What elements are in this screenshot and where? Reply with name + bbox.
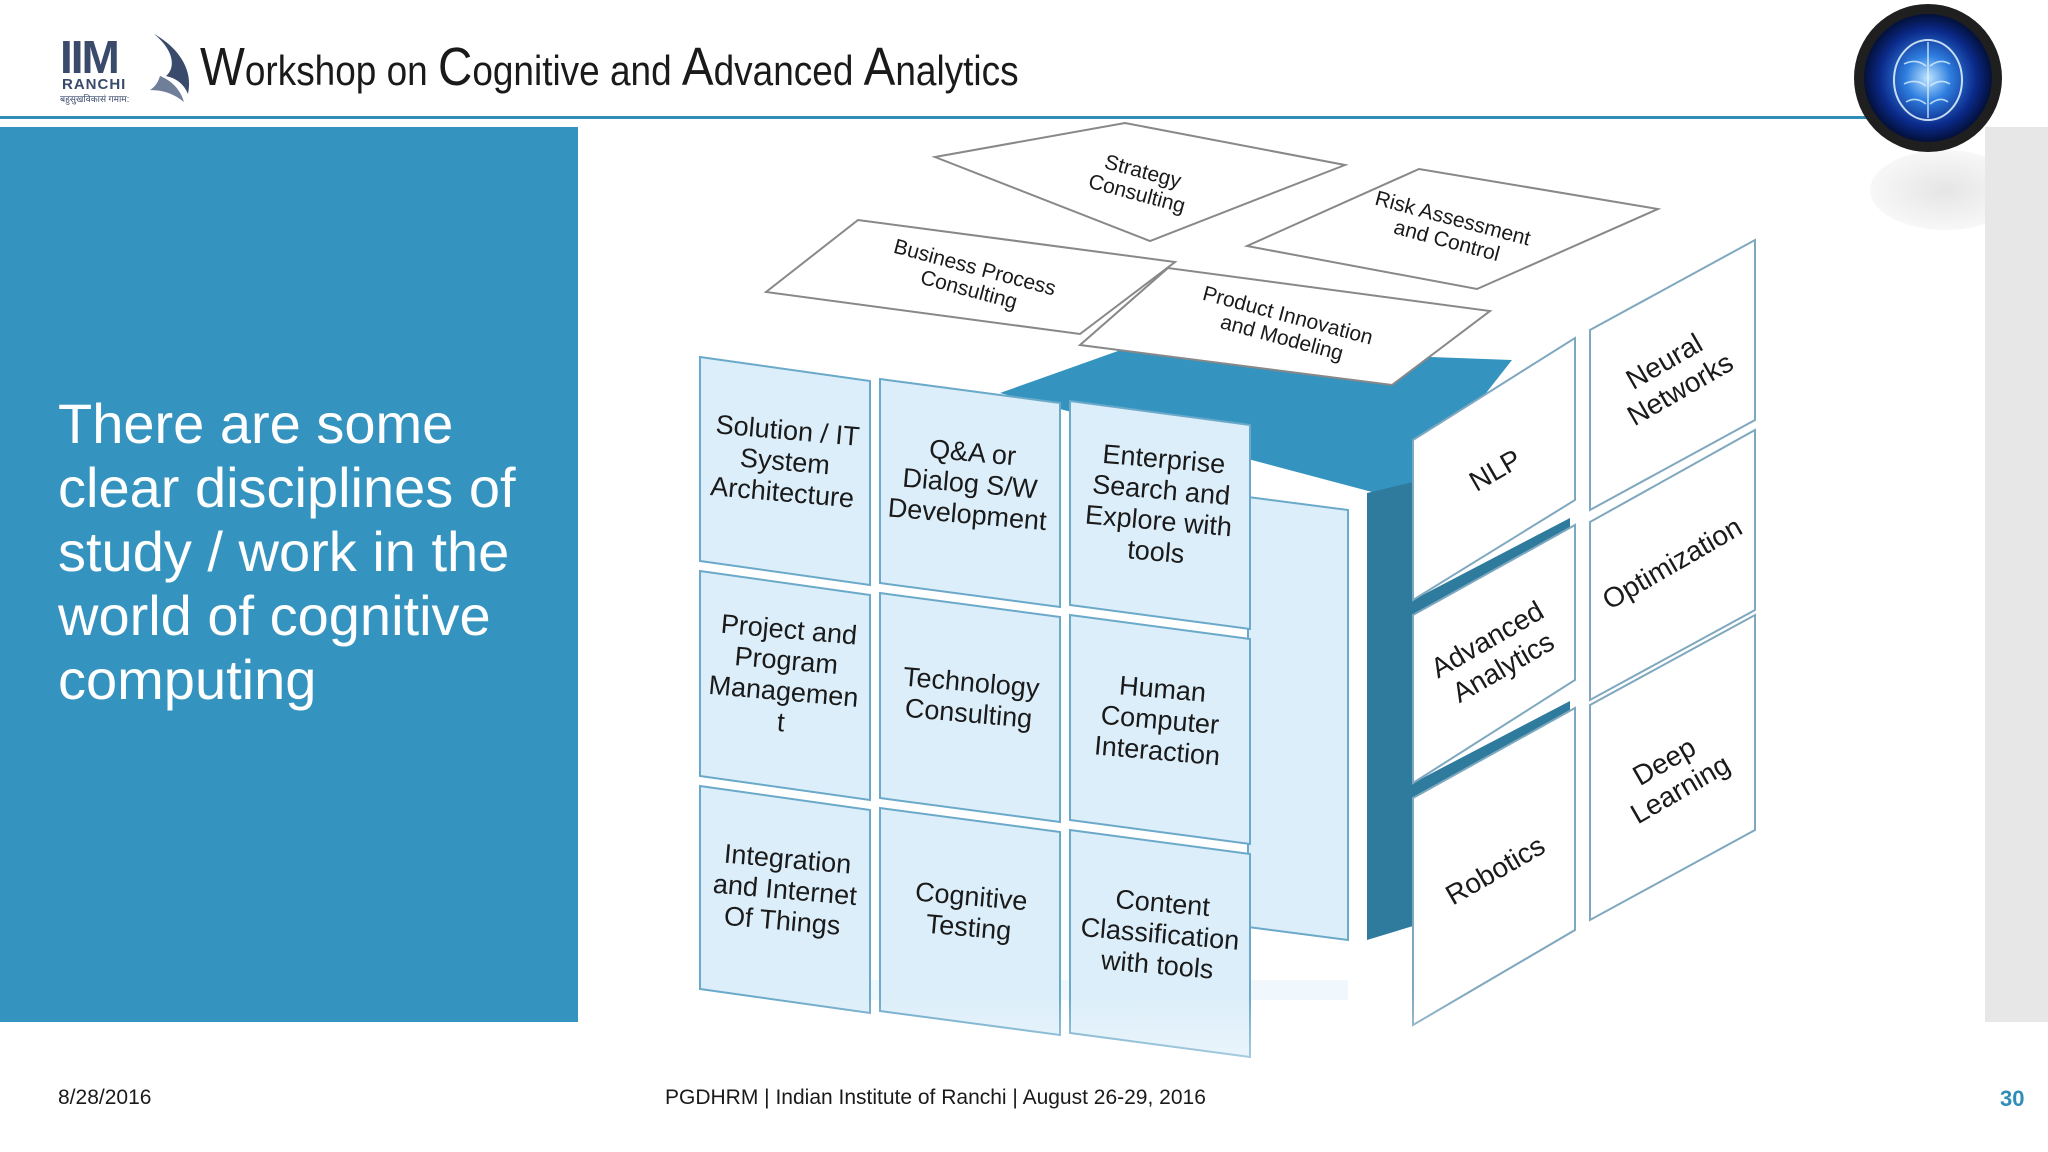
card-enterprise: EnterpriseSearch andExplore withtools <box>1069 399 1251 631</box>
card-robotics: Robotics <box>1412 706 1576 1027</box>
card-qa: Q&A orDialog S/WDevelopment <box>879 377 1061 609</box>
card-strategy: StrategyConsulting <box>931 121 1349 243</box>
left-text-panel <box>0 127 578 1022</box>
cube-inner-side <box>1367 482 1413 940</box>
card-product: Product Innovationand Modeling <box>1077 266 1493 387</box>
card-human: HumanComputerInteraction <box>1069 613 1251 846</box>
bird-icon <box>150 34 190 102</box>
logo-main-text: IIM <box>60 31 120 83</box>
card-optimization: Optimization <box>1589 428 1756 702</box>
header-divider <box>0 116 1880 119</box>
card-technology: TechnologyConsulting <box>879 591 1061 824</box>
brain-icon <box>1854 4 2002 152</box>
left-panel-statement: There are some clear disciplines of stud… <box>58 392 516 711</box>
footer-center-text: PGDHRM | Indian Institute of Ranchi | Au… <box>665 1086 1206 1109</box>
card-deep: DeepLearning <box>1589 613 1756 922</box>
card-project: Project andProgramManagement <box>699 569 871 802</box>
card-risk: Risk Assessmentand Control <box>1243 167 1662 291</box>
card-label-project: Project andProgramManagement <box>705 608 865 744</box>
logo-sub-text: RANCHI <box>62 76 127 93</box>
slide-header: IIM RANCHI बहुसुखविकासं गमाम: Workshop o… <box>0 0 2048 119</box>
side-separator-1 <box>1413 518 1570 615</box>
footer-date: 8/28/2016 <box>58 1086 152 1109</box>
cube-inner-panel <box>1247 495 1349 942</box>
cube-reflection-fade <box>690 995 1780 1150</box>
iim-ranchi-logo: IIM RANCHI बहुसुखविकासं गमाम: <box>56 28 190 106</box>
card-testing: CognitiveTesting <box>879 806 1061 1037</box>
card-nlp: NLP <box>1412 336 1576 602</box>
card-label-technology: TechnologyConsulting <box>899 662 1041 735</box>
card-label-integration: Integrationand InternetOf Things <box>709 838 861 942</box>
page-number: 30 <box>2000 1086 2025 1111</box>
logo-tagline: बहुसुखविकासं गमाम: <box>60 94 130 104</box>
card-business: Business ProcessConsulting <box>763 218 1178 336</box>
card-advanced: AdvancedAnalytics <box>1412 523 1576 785</box>
slide-title: Workshop on Cognitive and Advanced Analy… <box>200 37 1019 97</box>
card-integration: Integrationand InternetOf Things <box>699 784 871 1015</box>
side-separator-2 <box>1413 701 1570 798</box>
card-solution: Solution / ITSystemArchitecture <box>699 355 871 587</box>
right-gray-strip <box>1985 127 2048 1022</box>
card-neural: NeuralNetworks <box>1589 238 1756 512</box>
